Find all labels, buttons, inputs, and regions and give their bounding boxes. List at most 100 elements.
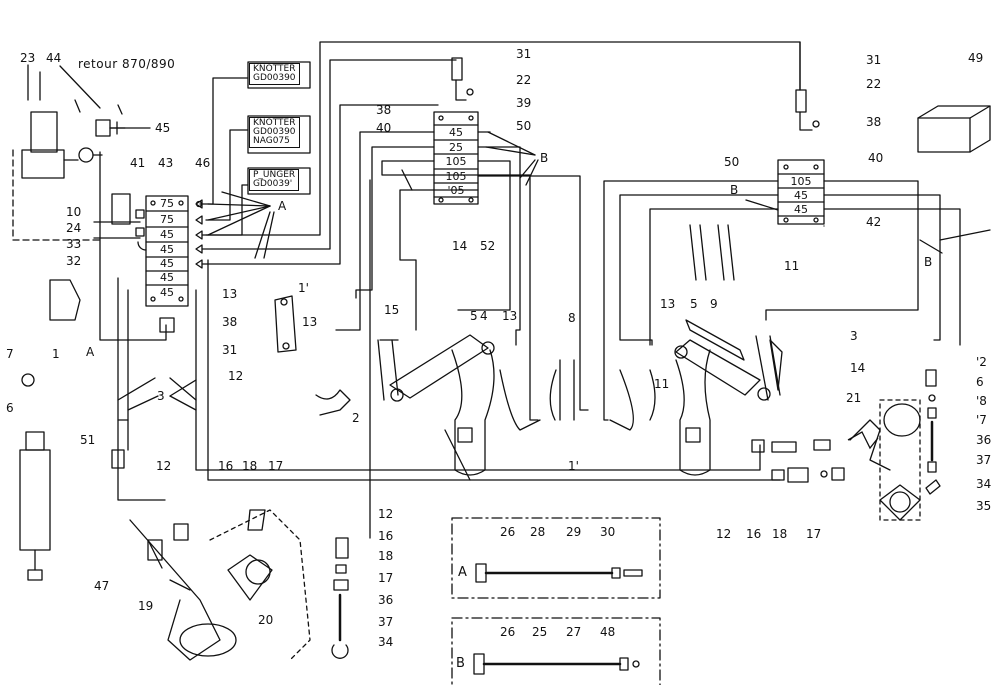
callout-label: 40 (868, 151, 884, 165)
valve-right-cell: 105 (790, 175, 812, 188)
callout-label: 25 (532, 625, 548, 639)
knotter-box-1-line1: KNOTTER (253, 64, 296, 74)
callout-label: 38 (866, 115, 882, 129)
callout-label: 1 (52, 347, 60, 361)
valve-mid-cell: 105 (445, 170, 467, 183)
valve-mid-cell: 45 (449, 126, 463, 139)
callout-label: B (924, 255, 933, 269)
callout-label: 41 (130, 156, 146, 170)
callout-label: 40 (376, 121, 392, 135)
knotter-box-1-line2: GD00390 (253, 73, 296, 83)
valve-left-cell: 45 (160, 271, 174, 284)
callout-label: 26 (500, 525, 516, 539)
knotter-box-2-line2: GD00390 (253, 127, 296, 137)
callout-label: 51 (80, 433, 96, 447)
plunger-box: P_UNGER GD0039' (249, 169, 300, 191)
knotter-box-2-line1: KNOTTER (253, 118, 296, 128)
callout-label: 6 (976, 375, 984, 389)
callout-label: 17 (268, 459, 284, 473)
right-cutter-mechanism (674, 335, 781, 476)
callout-label: 18 (772, 527, 788, 541)
callout-label: 42 (866, 215, 882, 229)
callout-label: 38 (376, 103, 392, 117)
callout-label: 20 (258, 613, 274, 627)
valve-left-cell: 75 (160, 197, 174, 210)
callout-label: 3 (850, 329, 858, 343)
callout-label: 37 (976, 453, 992, 467)
valve-right-cell: 45 (794, 203, 808, 216)
callout-label: 11 (784, 259, 800, 273)
callout-label: 14 (452, 239, 468, 253)
callout-label: 16 (378, 529, 394, 543)
callout-label: 17 (806, 527, 822, 541)
callout-label: 18 (242, 459, 258, 473)
callout-label: 38 (222, 315, 238, 329)
callout-label: 9 (710, 297, 718, 311)
callout-label: 13 (302, 315, 318, 329)
callout-label: 2 (352, 411, 360, 425)
callout-label: 1' (568, 459, 579, 473)
callout-label: 5 (470, 309, 478, 323)
callout-label: 31 (866, 53, 882, 67)
callout-label: 43 (158, 156, 174, 170)
callout-label: 45 (155, 121, 171, 135)
callout-label: 1' (298, 281, 309, 295)
callout-label: 31 (516, 47, 532, 61)
callout-label: 35 (976, 499, 992, 513)
frame-b-letter: B (456, 656, 465, 671)
callout-label: 39 (516, 96, 532, 110)
valve-mid-cell: '05 (447, 184, 465, 197)
knotter-box-2-line3: NAG075 (253, 136, 290, 146)
callout-label: 12 (716, 527, 732, 541)
callout-label: 3 (157, 389, 165, 403)
callout-label: 36 (976, 433, 992, 447)
callout-label: 48 (600, 625, 616, 639)
callout-label: 13 (502, 309, 518, 323)
callout-label: 47 (94, 579, 110, 593)
callout-label: 32 (66, 254, 82, 268)
callout-label: 50 (516, 119, 532, 133)
callout-label: 14 (850, 361, 866, 375)
callout-label: B (730, 183, 739, 197)
knotter-box-1: KNOTTER GD00390 (249, 63, 300, 85)
callout-label: 21 (846, 391, 862, 405)
callout-label: 13 (660, 297, 676, 311)
callout-label: 12 (156, 459, 172, 473)
callout-label: 12 (378, 507, 394, 521)
callout-label: 18 (378, 549, 394, 563)
callout-label: 16 (218, 459, 234, 473)
callout-label: 29 (566, 525, 582, 539)
callout-label: 34 (378, 635, 394, 649)
callout-label: 11 (654, 377, 670, 391)
valve-left-cell: 45 (160, 257, 174, 270)
valve-mid-cell: 25 (449, 141, 463, 154)
callout-label: 15 (384, 303, 400, 317)
plunger-box-line1: P_UNGER (253, 170, 296, 180)
callout-label: 24 (66, 221, 82, 235)
callout-label: 46 (195, 156, 211, 170)
callout-label: B (540, 151, 549, 165)
valve-left-cell: 75 (160, 213, 174, 226)
callout-label: 17 (378, 571, 394, 585)
callout-label: 10 (66, 205, 82, 219)
callout-label: 22 (516, 73, 532, 87)
callout-label: 28 (530, 525, 546, 539)
callout-label: 27 (566, 625, 582, 639)
callout-label: 31 (222, 343, 238, 357)
callout-label: 33 (66, 237, 82, 251)
plunger-box-line2: GD0039' (253, 179, 293, 189)
valve-left-cell: 45 (160, 243, 174, 256)
pump-assembly (12, 71, 126, 241)
callout-label: 6 (6, 401, 14, 415)
frame-a-letter: A (458, 565, 467, 580)
callout-label: '8 (976, 394, 987, 408)
callout-label: 44 (46, 51, 62, 65)
valve-left-cell: 45 (160, 228, 174, 241)
callout-label: 37 (378, 615, 394, 629)
callout-label: 16 (746, 527, 762, 541)
callout-label: 26 (500, 625, 516, 639)
valve-block-right (777, 159, 825, 225)
callout-label: 36 (378, 593, 394, 607)
callout-label: A (278, 199, 287, 213)
